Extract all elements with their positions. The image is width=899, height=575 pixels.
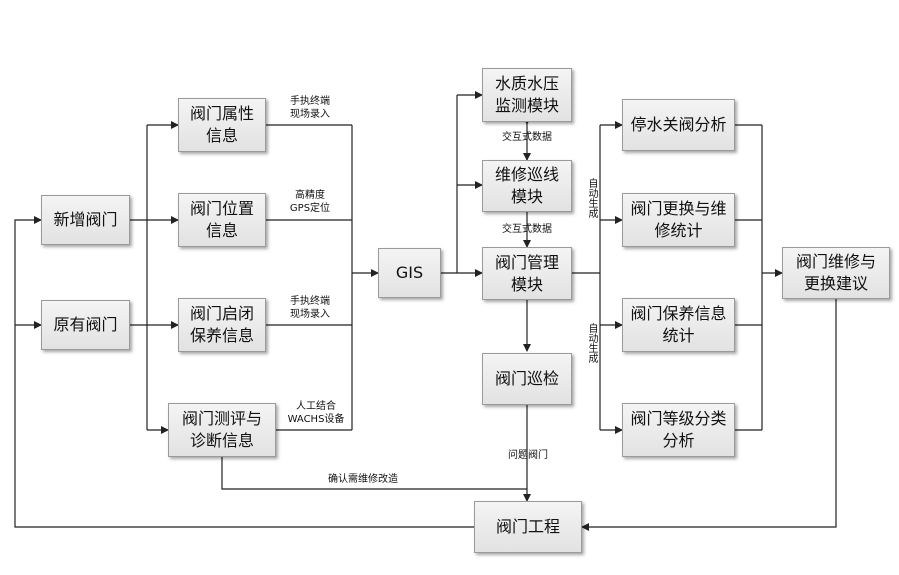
diag-info-box: 阀门测评与 诊断信息 [168,403,276,457]
edge-label-handheld-1: 手执终端 现场录入 [290,96,330,120]
pos-info-box: 阀门位置 信息 [178,193,266,247]
gis-box: GIS [378,248,441,298]
edge-suggestion-to-project [581,299,837,531]
valve-inspect-label: 阀门巡检 [494,369,559,388]
existing-valve-box: 原有阀门 [41,300,130,350]
maint-info-label: 阀门启闭 保养信息 [189,304,254,345]
replace-stats-box: 阀门更换与维 修统计 [622,193,735,247]
water-quality-label: 水质水压 监测模块 [494,74,559,115]
patrol-line-box: 维修巡线 模块 [482,160,572,212]
shutdown-analysis-box: 停水关阀分析 [622,99,735,151]
replace-stats-label: 阀门更换与维 修统计 [630,199,727,240]
existing-valve-label: 原有阀门 [53,315,118,334]
edge-label-auto-1: 自动生成 [586,178,597,218]
patrol-line-label: 维修巡线 模块 [494,165,559,206]
attr-info-box: 阀门属性 信息 [178,98,266,152]
attr-info-label: 阀门属性 信息 [189,104,254,145]
edge-label-interactive-1: 交互式数据 [502,132,552,143]
maint-info-box: 阀门启闭 保养信息 [178,298,266,352]
water-quality-box: 水质水压 监测模块 [482,68,572,122]
maint-stats-label: 阀门保养信息 统计 [630,304,727,345]
valve-mgmt-box: 阀门管理 模块 [482,247,572,300]
suggestion-label: 阀门维修与 更换建议 [795,252,876,293]
edge-label-handheld-2: 手执终端 现场录入 [290,296,330,320]
valve-inspect-box: 阀门巡检 [482,353,572,405]
suggestion-box: 阀门维修与 更换建议 [782,247,890,299]
valve-project-label: 阀门工程 [495,517,560,536]
edge-project-to-new [14,216,474,528]
edge-label-auto-2: 自动生成 [586,323,597,363]
maint-stats-box: 阀门保养信息 统计 [622,298,735,352]
edge-label-wachs: 人工结合 WACHS设备 [287,401,345,425]
edge-label-problem-valve: 问题阀门 [508,450,548,461]
new-valve-box: 新增阀门 [41,195,130,245]
pos-info-label: 阀门位置 信息 [189,199,254,240]
valve-mgmt-label: 阀门管理 模块 [494,252,559,294]
grade-analysis-label: 阀门等级分类 分析 [630,409,727,450]
edge-label-gps: 高精度 GPS定位 [289,190,331,214]
edge-diag-to-project [221,457,527,490]
grade-analysis-box: 阀门等级分类 分析 [622,403,735,457]
edge-label-interactive-2: 交互式数据 [502,224,552,235]
new-valve-label: 新增阀门 [53,210,118,229]
gis-label: GIS [395,263,424,282]
edge-label-confirm-repair: 确认需维修改造 [328,474,398,485]
valve-project-box: 阀门工程 [474,501,582,553]
shutdown-analysis-label: 停水关阀分析 [630,115,727,134]
diag-info-label: 阀门测评与 诊断信息 [181,409,262,450]
